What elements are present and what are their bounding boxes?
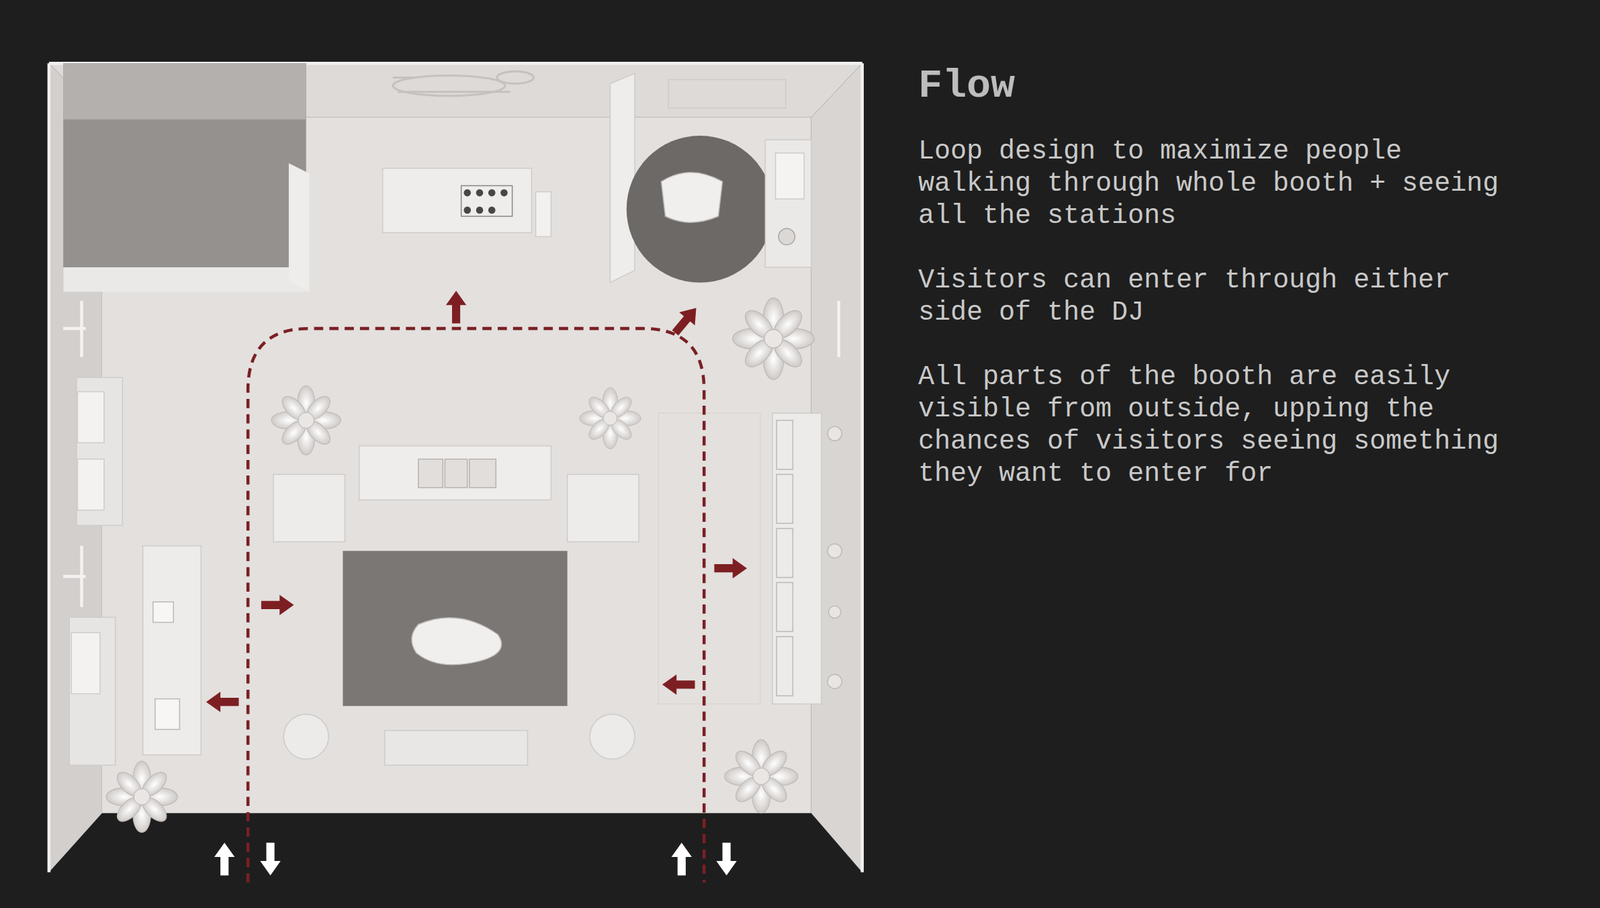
lounge-corner: [609, 73, 811, 283]
storage-room: [63, 63, 309, 292]
booth-structure: [49, 63, 863, 873]
plants: [106, 298, 815, 833]
flow-path: [206, 290, 747, 883]
text-panel: FlowLoop design to maximize people walki…: [918, 61, 1523, 523]
slide-title: Flow: [918, 61, 1523, 111]
dj-setup: [273, 446, 639, 766]
bar-counter: [382, 168, 552, 238]
body-paragraph: All parts of the booth are easily visibl…: [918, 361, 1523, 491]
body-paragraph: Loop design to maximize people walking t…: [918, 135, 1523, 233]
side-shelves: [63, 300, 842, 766]
body-paragraph: Visitors can enter through either side o…: [918, 264, 1523, 330]
